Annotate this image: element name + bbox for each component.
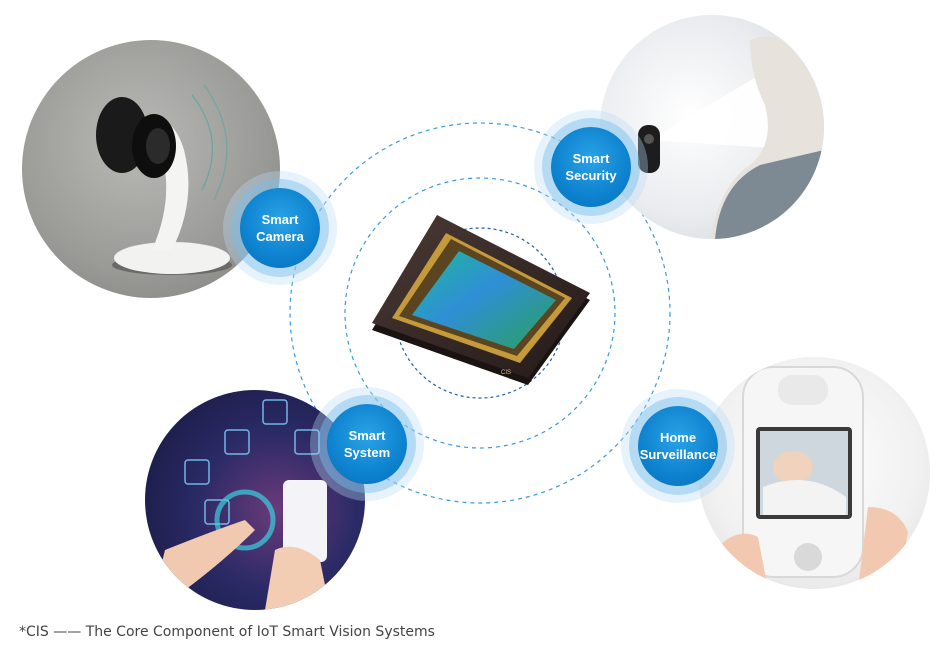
home-surveillance-photo <box>698 357 930 589</box>
baby-monitor-icon <box>718 366 908 589</box>
smart-system-label-line1: Smart <box>348 428 386 443</box>
home-surveillance-node: Home Surveillance <box>638 406 718 486</box>
smart-system-label-line2: System <box>343 445 391 460</box>
smart-camera-photo <box>22 40 280 298</box>
security-scan-icon <box>638 36 824 239</box>
touch-interface-icon <box>155 399 330 610</box>
smart-camera-label-line1: Smart <box>261 212 299 227</box>
smart-security-label-line2: Security <box>565 168 617 183</box>
smart-system-photo <box>145 390 365 610</box>
smart-camera-label-line2: Camera <box>256 229 304 244</box>
smart-security-label-line1: Smart <box>572 151 610 166</box>
chip-label: CIS <box>501 370 511 376</box>
image-sensor-chip: CIS <box>372 215 590 385</box>
smart-camera-node: Smart Camera <box>240 188 320 268</box>
smart-security-node: Smart Security <box>551 127 631 207</box>
outer-dashed-ring <box>289 122 671 504</box>
home-surveillance-label-line2: Surveillance <box>639 447 717 462</box>
smart-system-node: Smart System <box>327 404 407 484</box>
home-surveillance-label-line1: Home <box>659 430 697 445</box>
figure-caption: *CIS —— The Core Component of IoT Smart … <box>19 624 435 640</box>
camera-device-icon <box>96 84 232 275</box>
smart-security-photo <box>600 15 824 239</box>
middle-dashed-ring <box>344 177 616 449</box>
